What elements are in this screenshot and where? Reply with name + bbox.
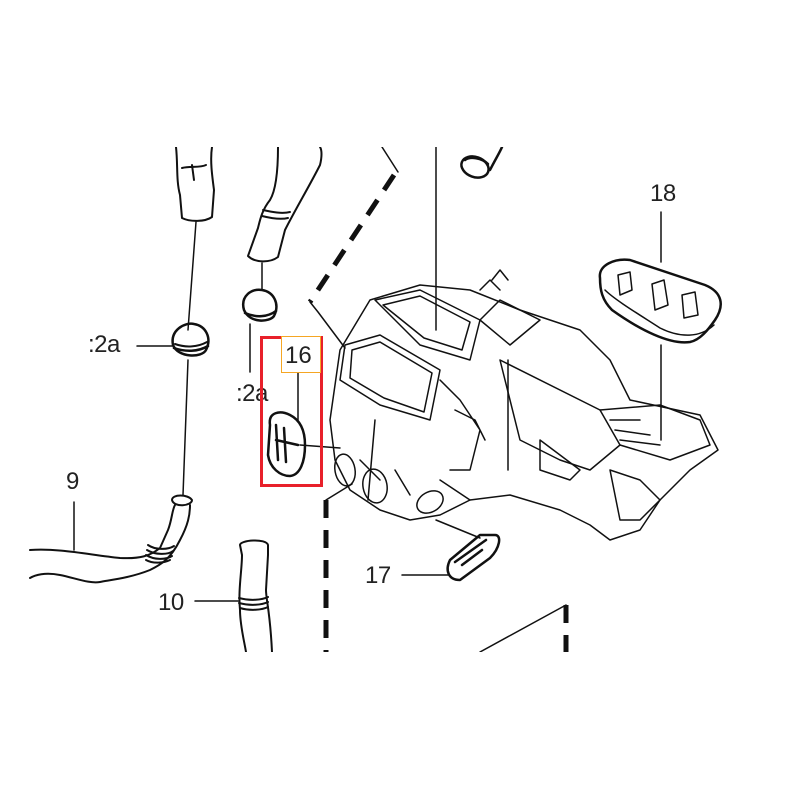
dashed-guide-lines — [307, 173, 569, 652]
callout-18[interactable]: 18 — [650, 180, 676, 207]
hose-upper-left — [175, 147, 215, 331]
callout-9[interactable]: 9 — [66, 468, 79, 495]
pipe-ring-top — [460, 147, 504, 179]
grommet-2a-middle — [241, 288, 278, 373]
hose-upper-middle — [247, 147, 323, 291]
grommet-17 — [401, 519, 501, 582]
hvac-housing — [329, 269, 719, 541]
callout-16-label-box[interactable]: 16 — [281, 336, 321, 373]
hose-10 — [194, 539, 273, 652]
callout-10[interactable]: 10 — [158, 589, 184, 616]
hose-9 — [29, 494, 193, 584]
callout-16: 16 — [285, 342, 312, 369]
air-duct-18 — [598, 211, 722, 441]
callout-17[interactable]: 17 — [365, 562, 391, 589]
callout-2a-left[interactable]: :2a — [88, 331, 120, 358]
grommet-2a-left — [136, 322, 210, 496]
